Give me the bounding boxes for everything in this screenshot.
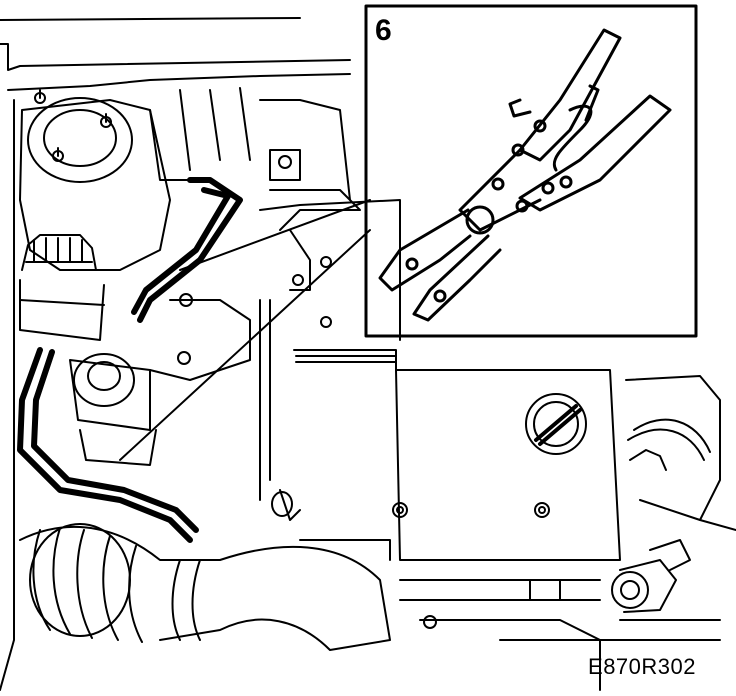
- engine-cover: [259, 199, 621, 561]
- oil-filler-cap: [525, 393, 587, 455]
- brake-reservoir: [69, 353, 157, 466]
- bottom-details: [271, 489, 721, 691]
- intake-hose: [19, 523, 391, 651]
- right-hose: [625, 375, 736, 531]
- callout-box: [364, 4, 698, 338]
- callout-number: 6: [375, 14, 392, 47]
- upper-structure: [149, 87, 361, 291]
- engine-bay-frame: [0, 17, 351, 691]
- strut-tower: [19, 89, 171, 271]
- hose-clamp-pliers: [378, 28, 672, 322]
- hose-bracket: [149, 293, 251, 381]
- coolant-hoses: [17, 177, 243, 543]
- reservoir-cap: [19, 234, 105, 341]
- figure-code: E870R302: [588, 654, 696, 679]
- callout-leader-lines: [119, 199, 371, 461]
- lower-hose-with-clamp: [399, 539, 691, 613]
